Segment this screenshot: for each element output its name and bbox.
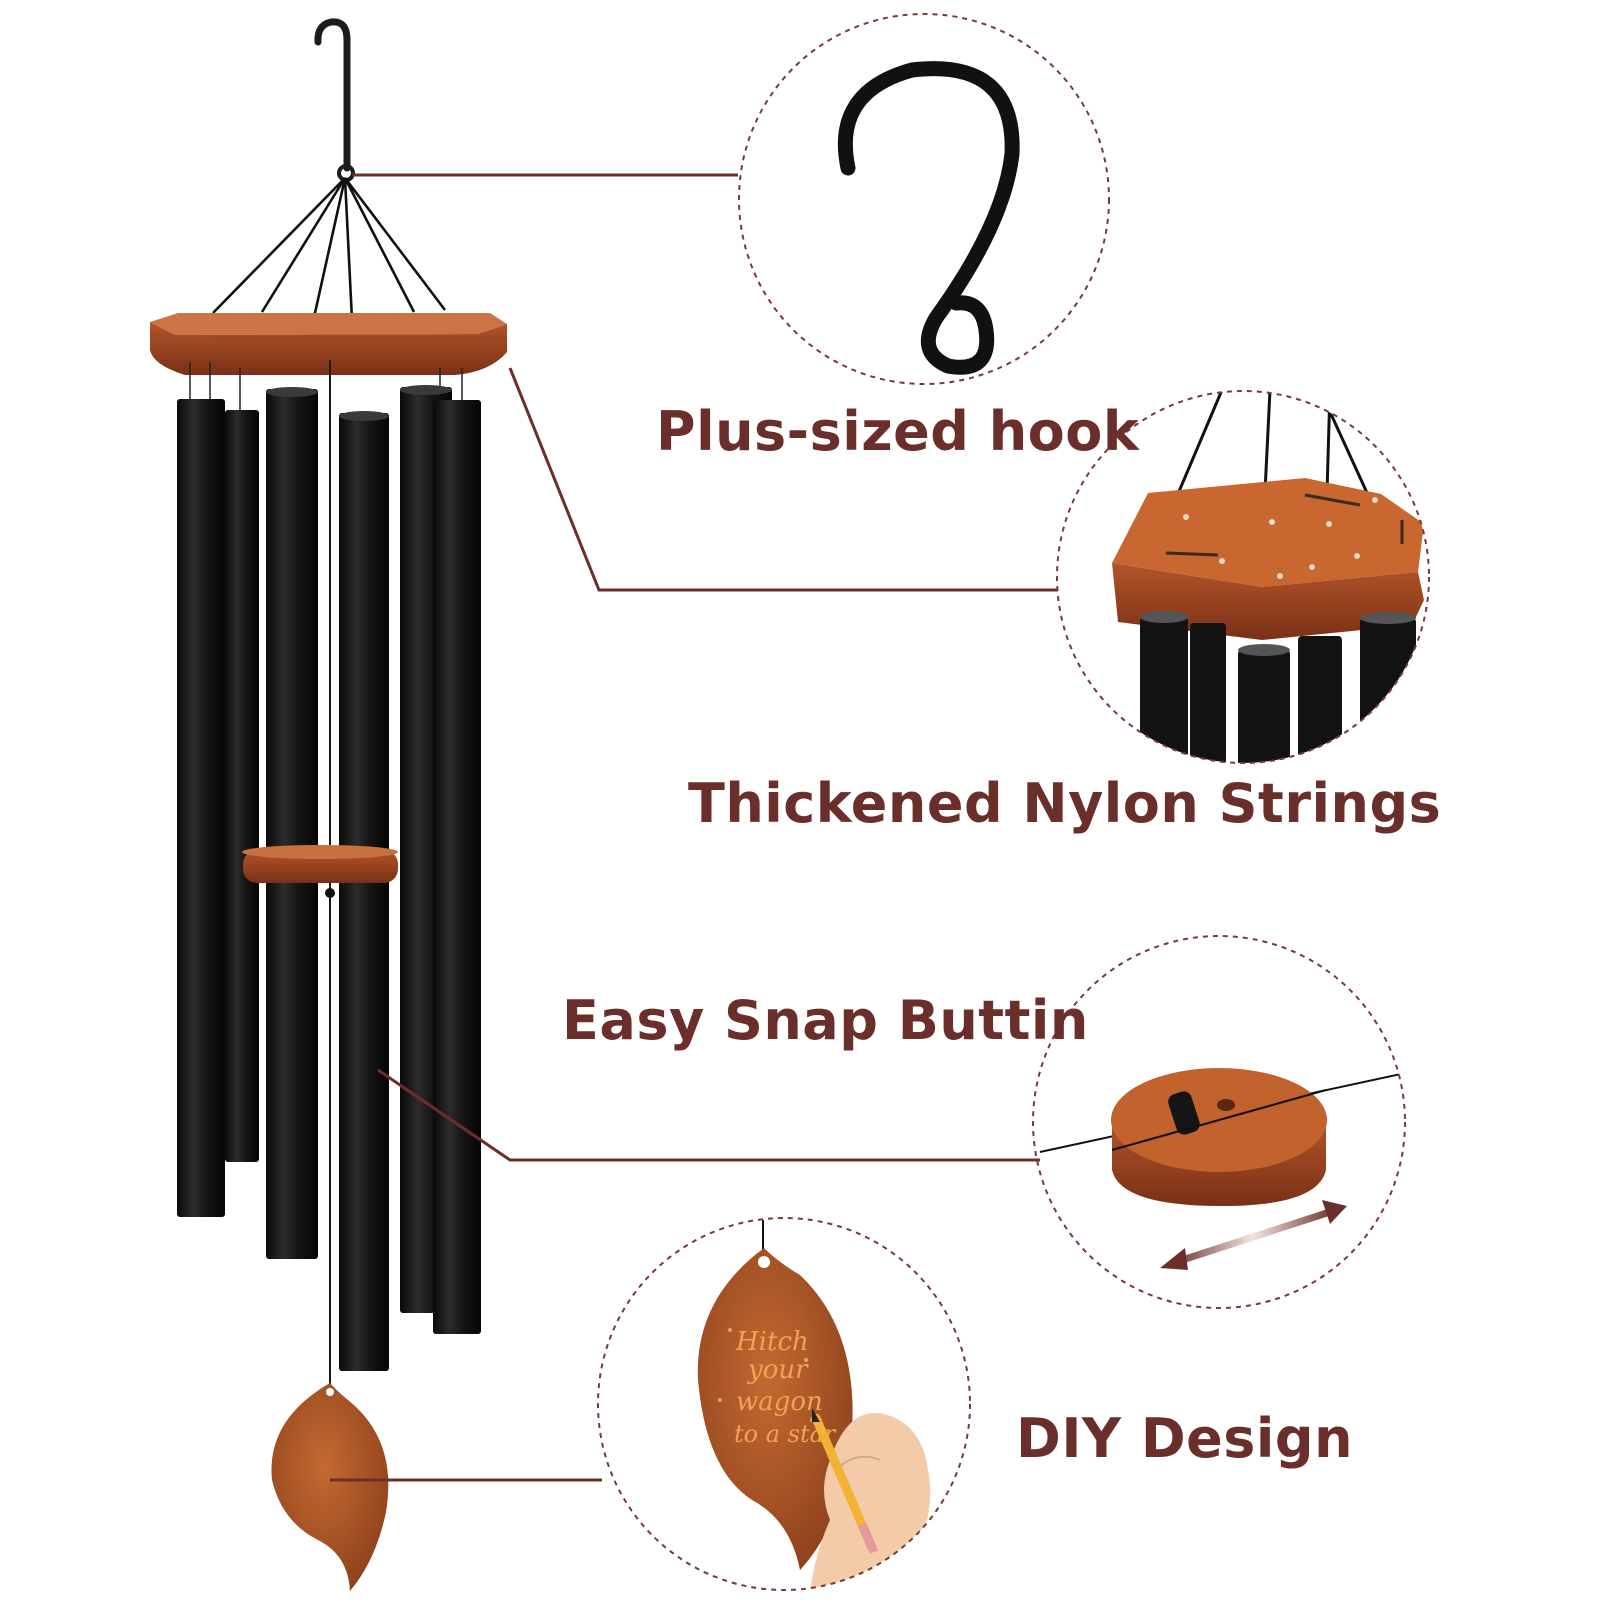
double-arrow-icon <box>1168 1206 1338 1268</box>
feature-label-hook: Plus-sized hook <box>656 400 1140 463</box>
sail-script-text: Hitch your wagon to a star <box>734 1327 837 1448</box>
feature-label-strings: Thickened Nylon Strings <box>688 772 1442 835</box>
hand-with-pencil <box>808 1408 931 1590</box>
sail-leaf-icon <box>697 1248 853 1570</box>
script-line: wagon <box>736 1387 823 1417</box>
wind-sail-leaf <box>271 1383 389 1591</box>
s-hook-icon <box>837 61 1020 375</box>
hanging-strings <box>212 177 447 323</box>
snap-button-detail-circle <box>1032 935 1406 1309</box>
feature-label-snap-button: Easy Snap Buttin <box>562 989 1089 1052</box>
wind-chime-product <box>149 18 508 1591</box>
leader-lines <box>330 173 1058 1482</box>
strings-detail-circle <box>1056 390 1430 764</box>
striker-ring <box>242 845 398 898</box>
feature-label-diy: DIY Design <box>1016 1407 1354 1470</box>
top-hook <box>314 18 351 172</box>
diy-detail-circle: Hitch your wagon to a star <box>597 1217 971 1591</box>
wood-top-platform <box>149 313 508 375</box>
chime-tubes <box>177 385 481 1371</box>
script-line: your <box>747 1355 809 1385</box>
script-line: Hitch <box>735 1327 809 1357</box>
hook-detail-circle <box>738 13 1110 385</box>
